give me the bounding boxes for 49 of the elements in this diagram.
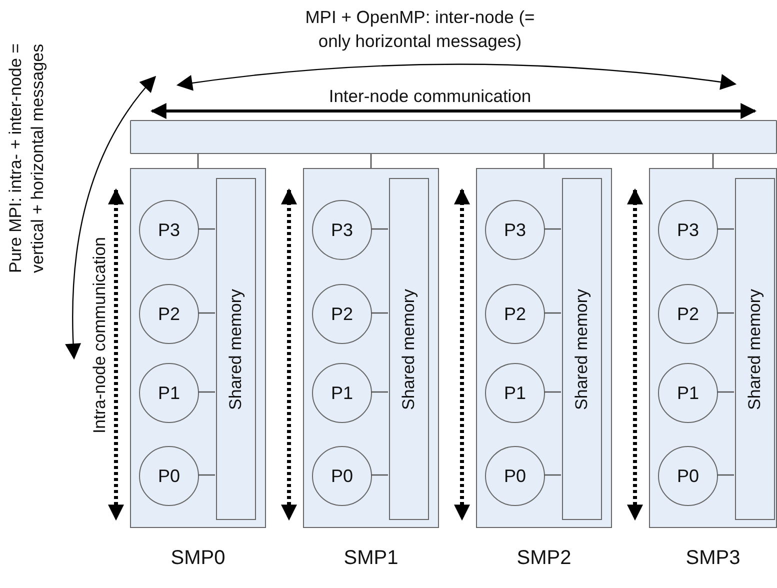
shared-memory-box: Shared memory [735, 178, 775, 520]
annotation-text: Intra-node communication [90, 236, 110, 434]
connector-line [371, 391, 388, 393]
process-circle: P2 [658, 284, 718, 344]
interconnect-bar [130, 120, 777, 154]
process-circle: P1 [139, 363, 199, 423]
process-circle: P1 [658, 363, 718, 423]
process-circle: P2 [139, 284, 199, 344]
node-caption: SMP1 [342, 547, 400, 570]
annotation-text: MPI + OpenMP: inter-node (= only horizontal messages) [304, 6, 536, 53]
process-circle: P0 [139, 446, 199, 506]
process-circle: P3 [658, 200, 718, 260]
connector-line [544, 228, 561, 230]
connector-line [198, 391, 215, 393]
shared-memory-box: Shared memory [216, 178, 256, 520]
connector-line [717, 391, 734, 393]
node-caption: SMP2 [516, 547, 572, 570]
node-caption: SMP0 [170, 547, 226, 570]
process-circle: P0 [312, 446, 372, 506]
connector-line [197, 154, 199, 168]
connector-line [371, 228, 388, 230]
connector-line [717, 228, 734, 230]
process-circle: P0 [658, 446, 718, 506]
shared-memory-box: Shared memory [562, 178, 602, 520]
connector-line [371, 474, 388, 476]
connector-line [712, 154, 714, 168]
connector-line [370, 154, 372, 168]
connector-line [544, 312, 561, 314]
process-circle: P3 [139, 200, 199, 260]
process-circle: P3 [485, 200, 545, 260]
process-circle: P3 [312, 200, 372, 260]
connector-line [717, 474, 734, 476]
process-circle: P2 [485, 284, 545, 344]
connector-line [198, 228, 215, 230]
process-circle: P1 [312, 363, 372, 423]
connector-line [717, 312, 734, 314]
node-caption: SMP3 [684, 547, 742, 570]
connector-line [543, 154, 545, 168]
annotation-text: Pure MPI: intra- + inter-node = vertical + horizontal messages [4, 42, 48, 275]
annotation-text: Inter-node communication [328, 85, 532, 108]
connector-line [544, 391, 561, 393]
process-circle: P1 [485, 363, 545, 423]
connector-line [198, 474, 215, 476]
process-circle: P2 [312, 284, 372, 344]
connector-line [544, 474, 561, 476]
process-circle: P0 [485, 446, 545, 506]
connector-line [198, 312, 215, 314]
shared-memory-box: Shared memory [389, 178, 429, 520]
connector-line [371, 312, 388, 314]
